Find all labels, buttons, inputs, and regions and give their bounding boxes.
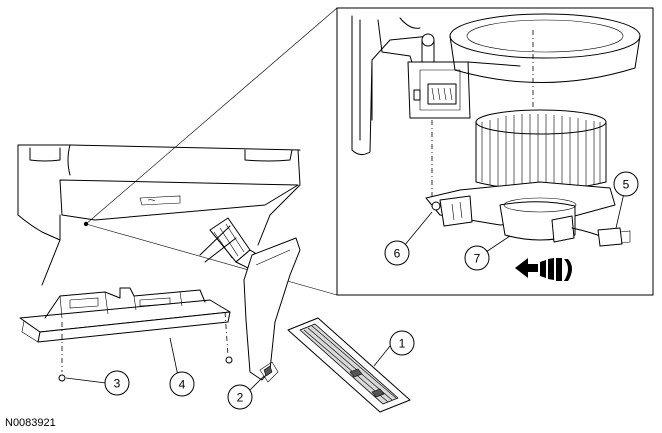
callout-5-label: 5: [623, 178, 630, 192]
callout-7-label: 7: [474, 252, 481, 266]
blower-motor-detail: [351, 13, 641, 281]
callout-2-label: 2: [237, 391, 244, 405]
scuff-plate-illustration: [287, 317, 411, 413]
side-trim-panel-illustration: [243, 237, 301, 383]
zoom-leader-upper: [85, 7, 338, 225]
rotate-arrow-icon: [515, 258, 538, 278]
callout-7-circle: [464, 245, 490, 271]
callout-6-label: 6: [394, 247, 401, 261]
callout-2-circle: [227, 384, 253, 410]
callout-6-circle: [384, 240, 410, 266]
callout-3-label: 3: [114, 377, 121, 391]
glove-box-screw-left: [58, 374, 66, 382]
glove-box-illustration: [19, 287, 233, 382]
callout-1-circle: [389, 330, 415, 356]
glove-box-screw-right: [225, 356, 233, 364]
callout-4-label: 4: [179, 378, 186, 392]
callout-5-circle: [613, 171, 639, 197]
callout-3-circle: [104, 370, 130, 396]
figure-reference-code: N0083921: [5, 417, 56, 429]
instrument-panel-illustration: [17, 144, 301, 286]
zoom-leader-lower: [85, 223, 338, 296]
callout-1-label: 1: [399, 337, 406, 351]
callout-4-circle: [169, 371, 195, 397]
